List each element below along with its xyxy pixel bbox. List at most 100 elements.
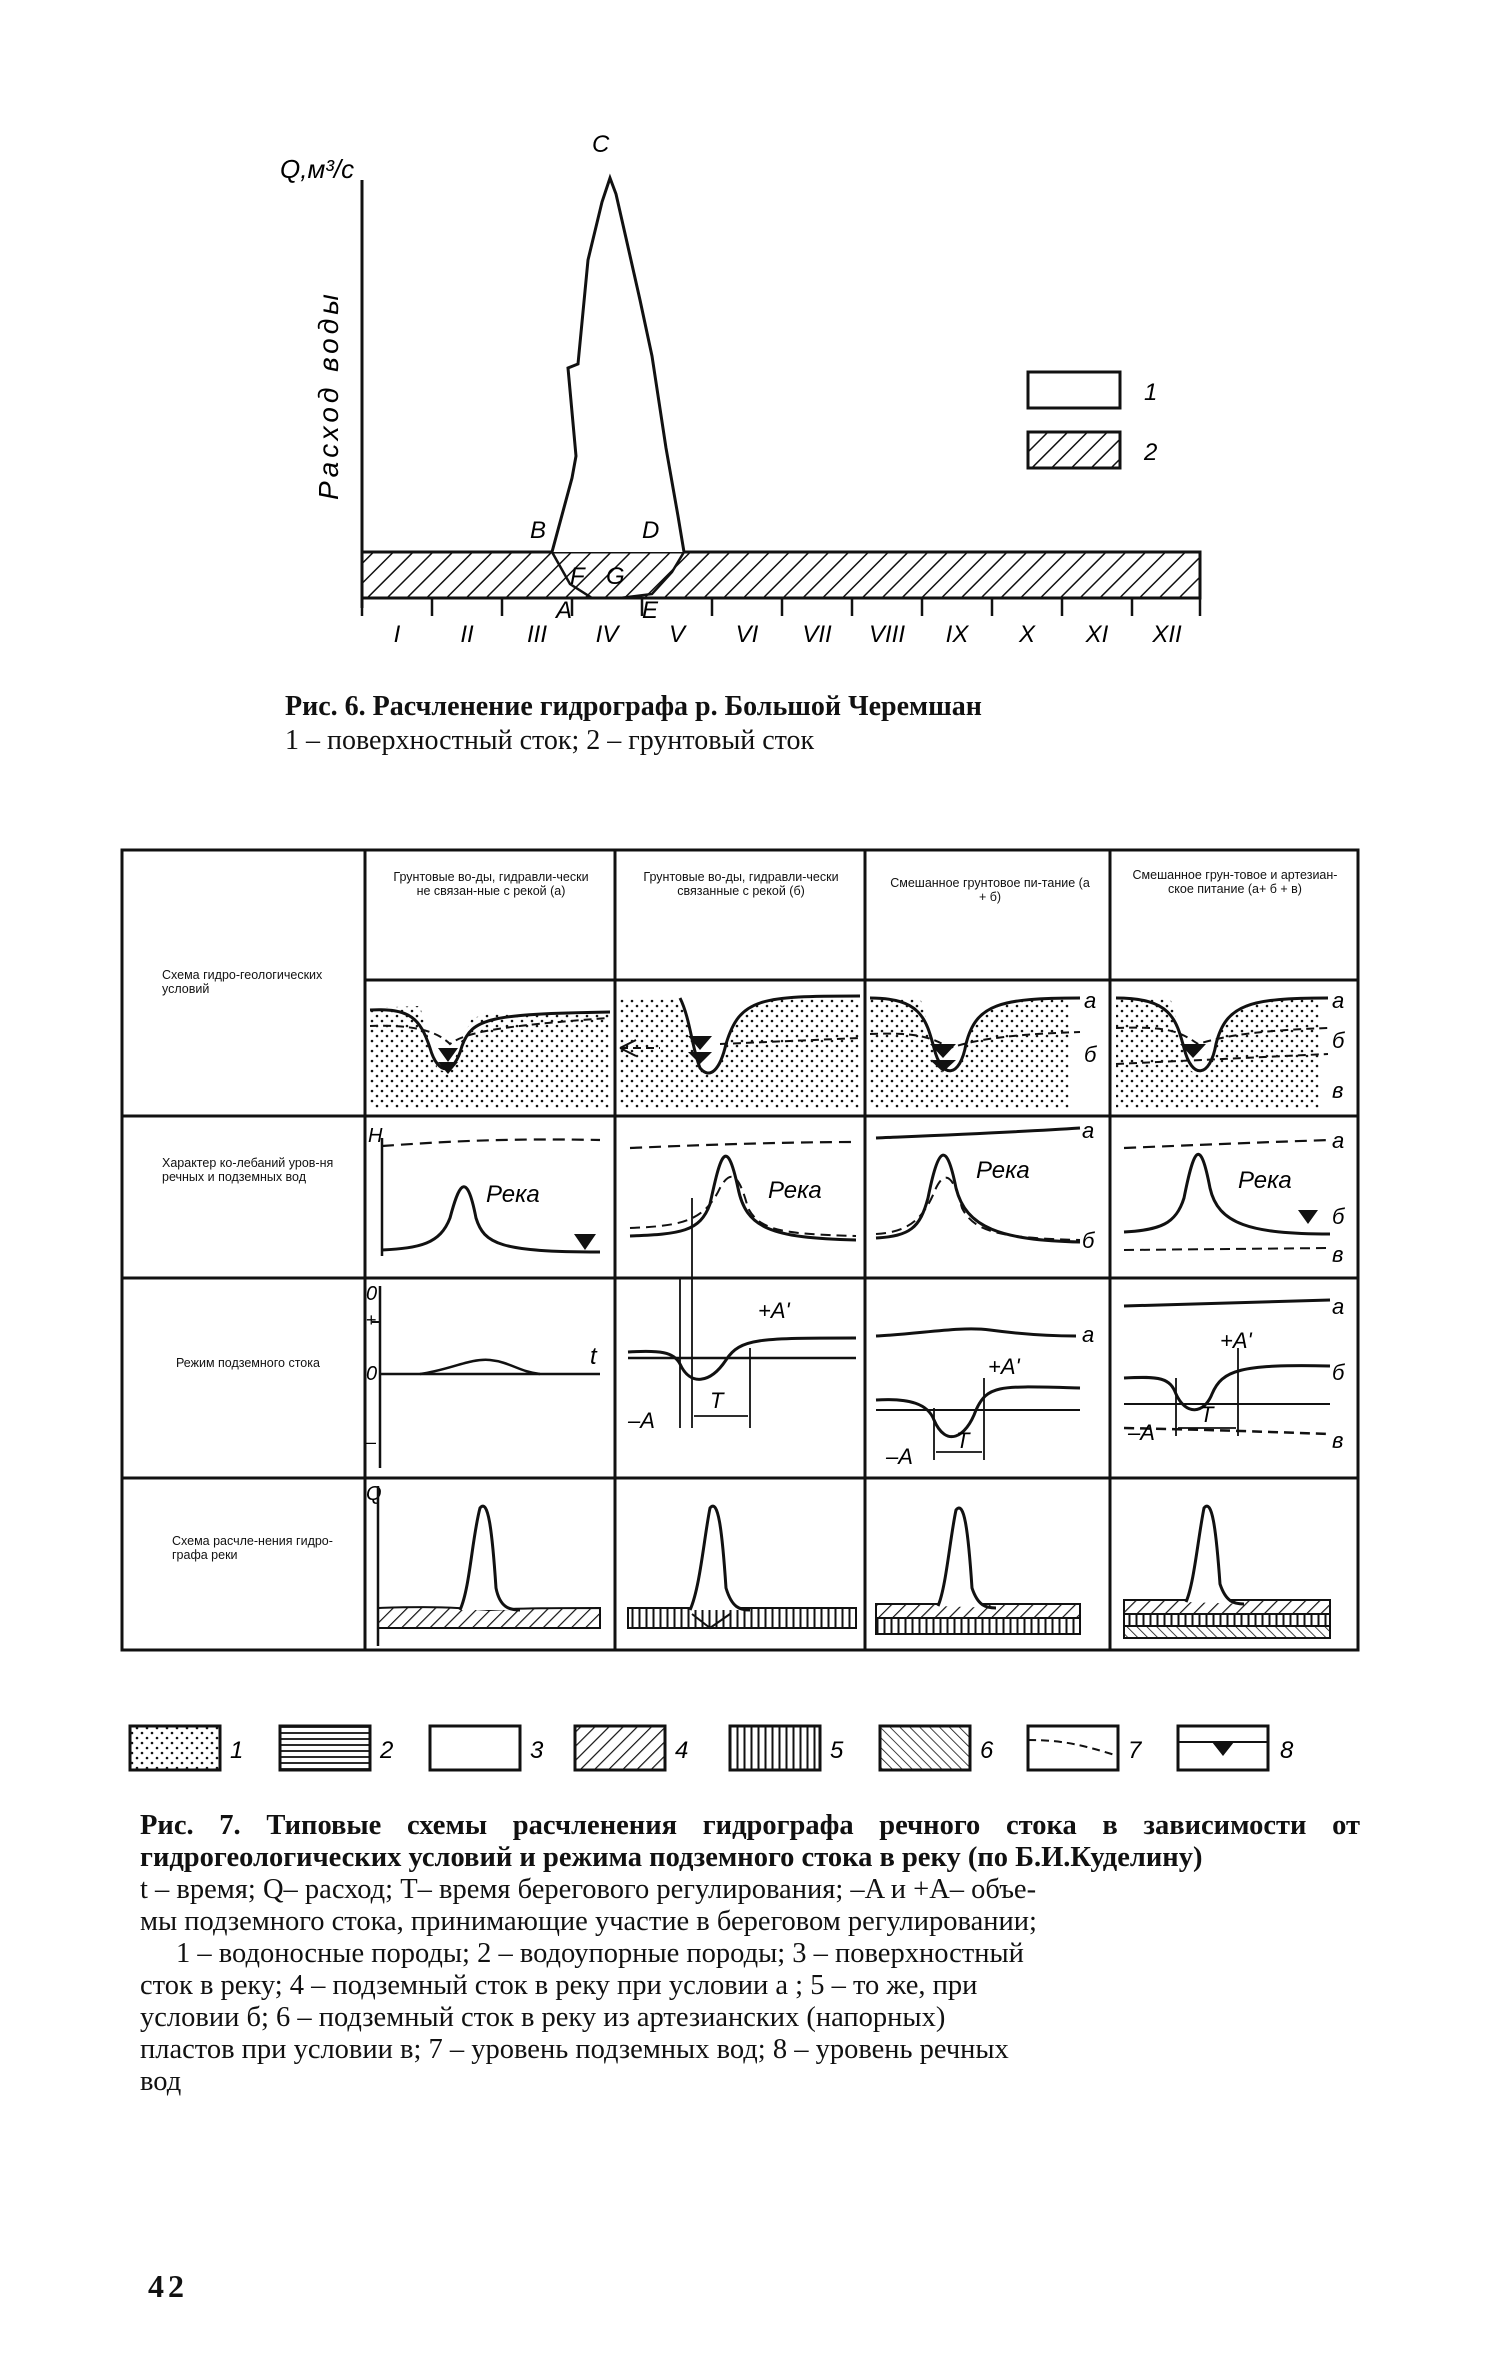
level-label-a: а (1332, 1294, 1344, 1319)
marker-t: T (1200, 1402, 1215, 1427)
regime-a: 0 + 0 t – (366, 1283, 600, 1468)
month-label: VIII (869, 621, 905, 648)
scheme-abv: а б в (1115, 988, 1346, 1108)
level-label-a: а (1082, 1322, 1094, 1347)
caption-line: 1 – водоносные породы; 2 – водоупорные п… (176, 1938, 1024, 1969)
legend-number: 8 (1280, 1737, 1294, 1764)
levels-b: Река (629, 1140, 857, 1242)
marker-minus-a: –A (1127, 1420, 1155, 1445)
row-header-hydrograph-split: Схема расчле-нения гидро-графа реки (172, 1534, 333, 1562)
legend-number: 6 (980, 1737, 994, 1764)
marker-minus-a: –A (885, 1444, 913, 1469)
figure-7-caption-title: Рис. 7. Типовые схемы расчленения гидрог… (140, 1810, 1360, 1873)
month-label: XI (1085, 621, 1109, 648)
y-axis-unit: Q,м³/с (280, 154, 354, 184)
caption-line: мы подземного стока, принимающие участие… (140, 1906, 1037, 1937)
legend-number: 4 (675, 1737, 688, 1764)
split-b (627, 1504, 857, 1630)
marker-minus-a: –A (627, 1408, 655, 1433)
level-label-a: а (1084, 988, 1096, 1013)
axis-label-h: H (368, 1125, 383, 1147)
axis-label-plus: + (366, 1310, 377, 1330)
month-label: XII (1151, 621, 1182, 648)
column-header-abv: Смешанное грун-товое и артезиан-ское пит… (1132, 868, 1338, 896)
river-level-marker (574, 1234, 596, 1250)
month-label: X (1018, 621, 1036, 648)
point-label-d: D (642, 517, 659, 544)
marker-t: T (956, 1428, 971, 1453)
point-label-b: B (530, 517, 546, 544)
month-label: I (394, 621, 401, 648)
figure-6-caption: Рис. 6. Расчленение гидрографа р. Большо… (285, 690, 1295, 758)
month-label: VI (736, 621, 759, 648)
river-label: Река (768, 1177, 822, 1204)
level-label-v: в (1332, 1242, 1343, 1267)
levels-abv: Река а б в (1123, 1128, 1346, 1267)
column-header-ab: Смешанное грунтовое пи-тание (а + б) (890, 876, 1090, 904)
caption-line: пластов при условии в; 7 – уровень подзе… (140, 2034, 1009, 2065)
regime-abv: +A' –A T а б в (1123, 1294, 1346, 1453)
month-label: V (669, 621, 687, 648)
row-header-hydrogeology: Схема гидро-геологических условий (162, 968, 323, 996)
month-label: III (527, 621, 547, 648)
regime-ab: +A' –A T а (875, 1322, 1094, 1469)
page-number: 42 (148, 2268, 188, 2304)
figure-7-legend: 1 2 3 4 5 6 7 8 (128, 1724, 1294, 1772)
legend-swatch-aquifer (128, 1724, 222, 1772)
legend-swatch-surface (428, 1724, 522, 1772)
legend-swatch-underground-a (573, 1724, 667, 1772)
river-level-marker (1298, 1210, 1318, 1224)
point-label-c: C (592, 131, 610, 158)
legend-ground-swatch (1026, 430, 1122, 470)
scheme-a (369, 1006, 611, 1108)
caption-line: t – время; Q– расход; T– время береговог… (140, 1874, 1037, 1905)
legend-swatch-underground-b (728, 1724, 822, 1772)
legend-number: 2 (379, 1737, 393, 1764)
levels-a: H Река (368, 1125, 601, 1256)
figure-7-caption: Рис. 7. Типовые схемы расчленения гидрог… (140, 1810, 1360, 2098)
split-a: Q (366, 1483, 601, 1646)
surface-runoff-hydrograph (550, 173, 686, 553)
level-label-a: а (1332, 1128, 1344, 1153)
groundwater-runoff-area (360, 550, 1202, 600)
levels-ab: Река а б (875, 1118, 1096, 1253)
level-label-b: б (1332, 1204, 1346, 1229)
month-label: IV (596, 621, 621, 648)
legend-swatch-groundwater-level (1026, 1724, 1120, 1772)
figure-6-hydrograph: Q,м³/с Расход воды I II III IV V VI VII … (280, 131, 1202, 648)
marker-plus-a: +A' (758, 1298, 791, 1323)
point-label-g: G (606, 563, 625, 590)
figure-7-scheme-table: Грунтовые во-ды, гидравли-чески не связа… (120, 848, 1360, 1652)
y-axis-label: Расход воды (313, 290, 344, 500)
river-label: Река (976, 1157, 1030, 1184)
legend-swatch-artesian (878, 1724, 972, 1772)
legend-ground-number: 2 (1143, 439, 1157, 466)
marker-plus-a: +A' (1220, 1328, 1253, 1353)
level-label-b: б (1084, 1042, 1098, 1067)
point-labels: A B C D E F G (530, 131, 659, 624)
month-label: IX (946, 621, 970, 648)
point-label-f: F (570, 563, 586, 590)
river-label: Река (486, 1181, 540, 1208)
marker-t: T (710, 1388, 725, 1413)
caption-line: условии б; 6 – подземный сток в реку из … (140, 2002, 946, 2033)
axis-label-minus: – (366, 1432, 376, 1452)
figure-6-caption-legend: 1 – поверхностный сток; 2 – грунтовый ст… (285, 725, 815, 756)
marker-plus-a: +A' (988, 1354, 1021, 1379)
figure-6-caption-title: Рис. 6. Расчленение гидрографа р. Большо… (285, 691, 982, 722)
level-label-b: б (1332, 1028, 1346, 1053)
scheme-b (619, 994, 861, 1108)
scheme-ab: а б (869, 988, 1098, 1108)
month-label: VII (802, 621, 832, 648)
level-label-v: в (1332, 1078, 1343, 1103)
level-label-b: б (1082, 1228, 1096, 1253)
regime-b: +A' –A T (627, 1198, 857, 1433)
point-label-e: E (642, 597, 659, 624)
month-labels: I II III IV V VI VII VIII IX X XI XII (394, 621, 1182, 648)
legend-number: 3 (530, 1737, 544, 1764)
axis-label-zero: 0 (366, 1283, 377, 1305)
split-ab (875, 1506, 1081, 1635)
axis-label-zero: 0 (366, 1363, 377, 1385)
level-label-a: а (1332, 988, 1344, 1013)
axis-label-t: t (590, 1343, 598, 1370)
